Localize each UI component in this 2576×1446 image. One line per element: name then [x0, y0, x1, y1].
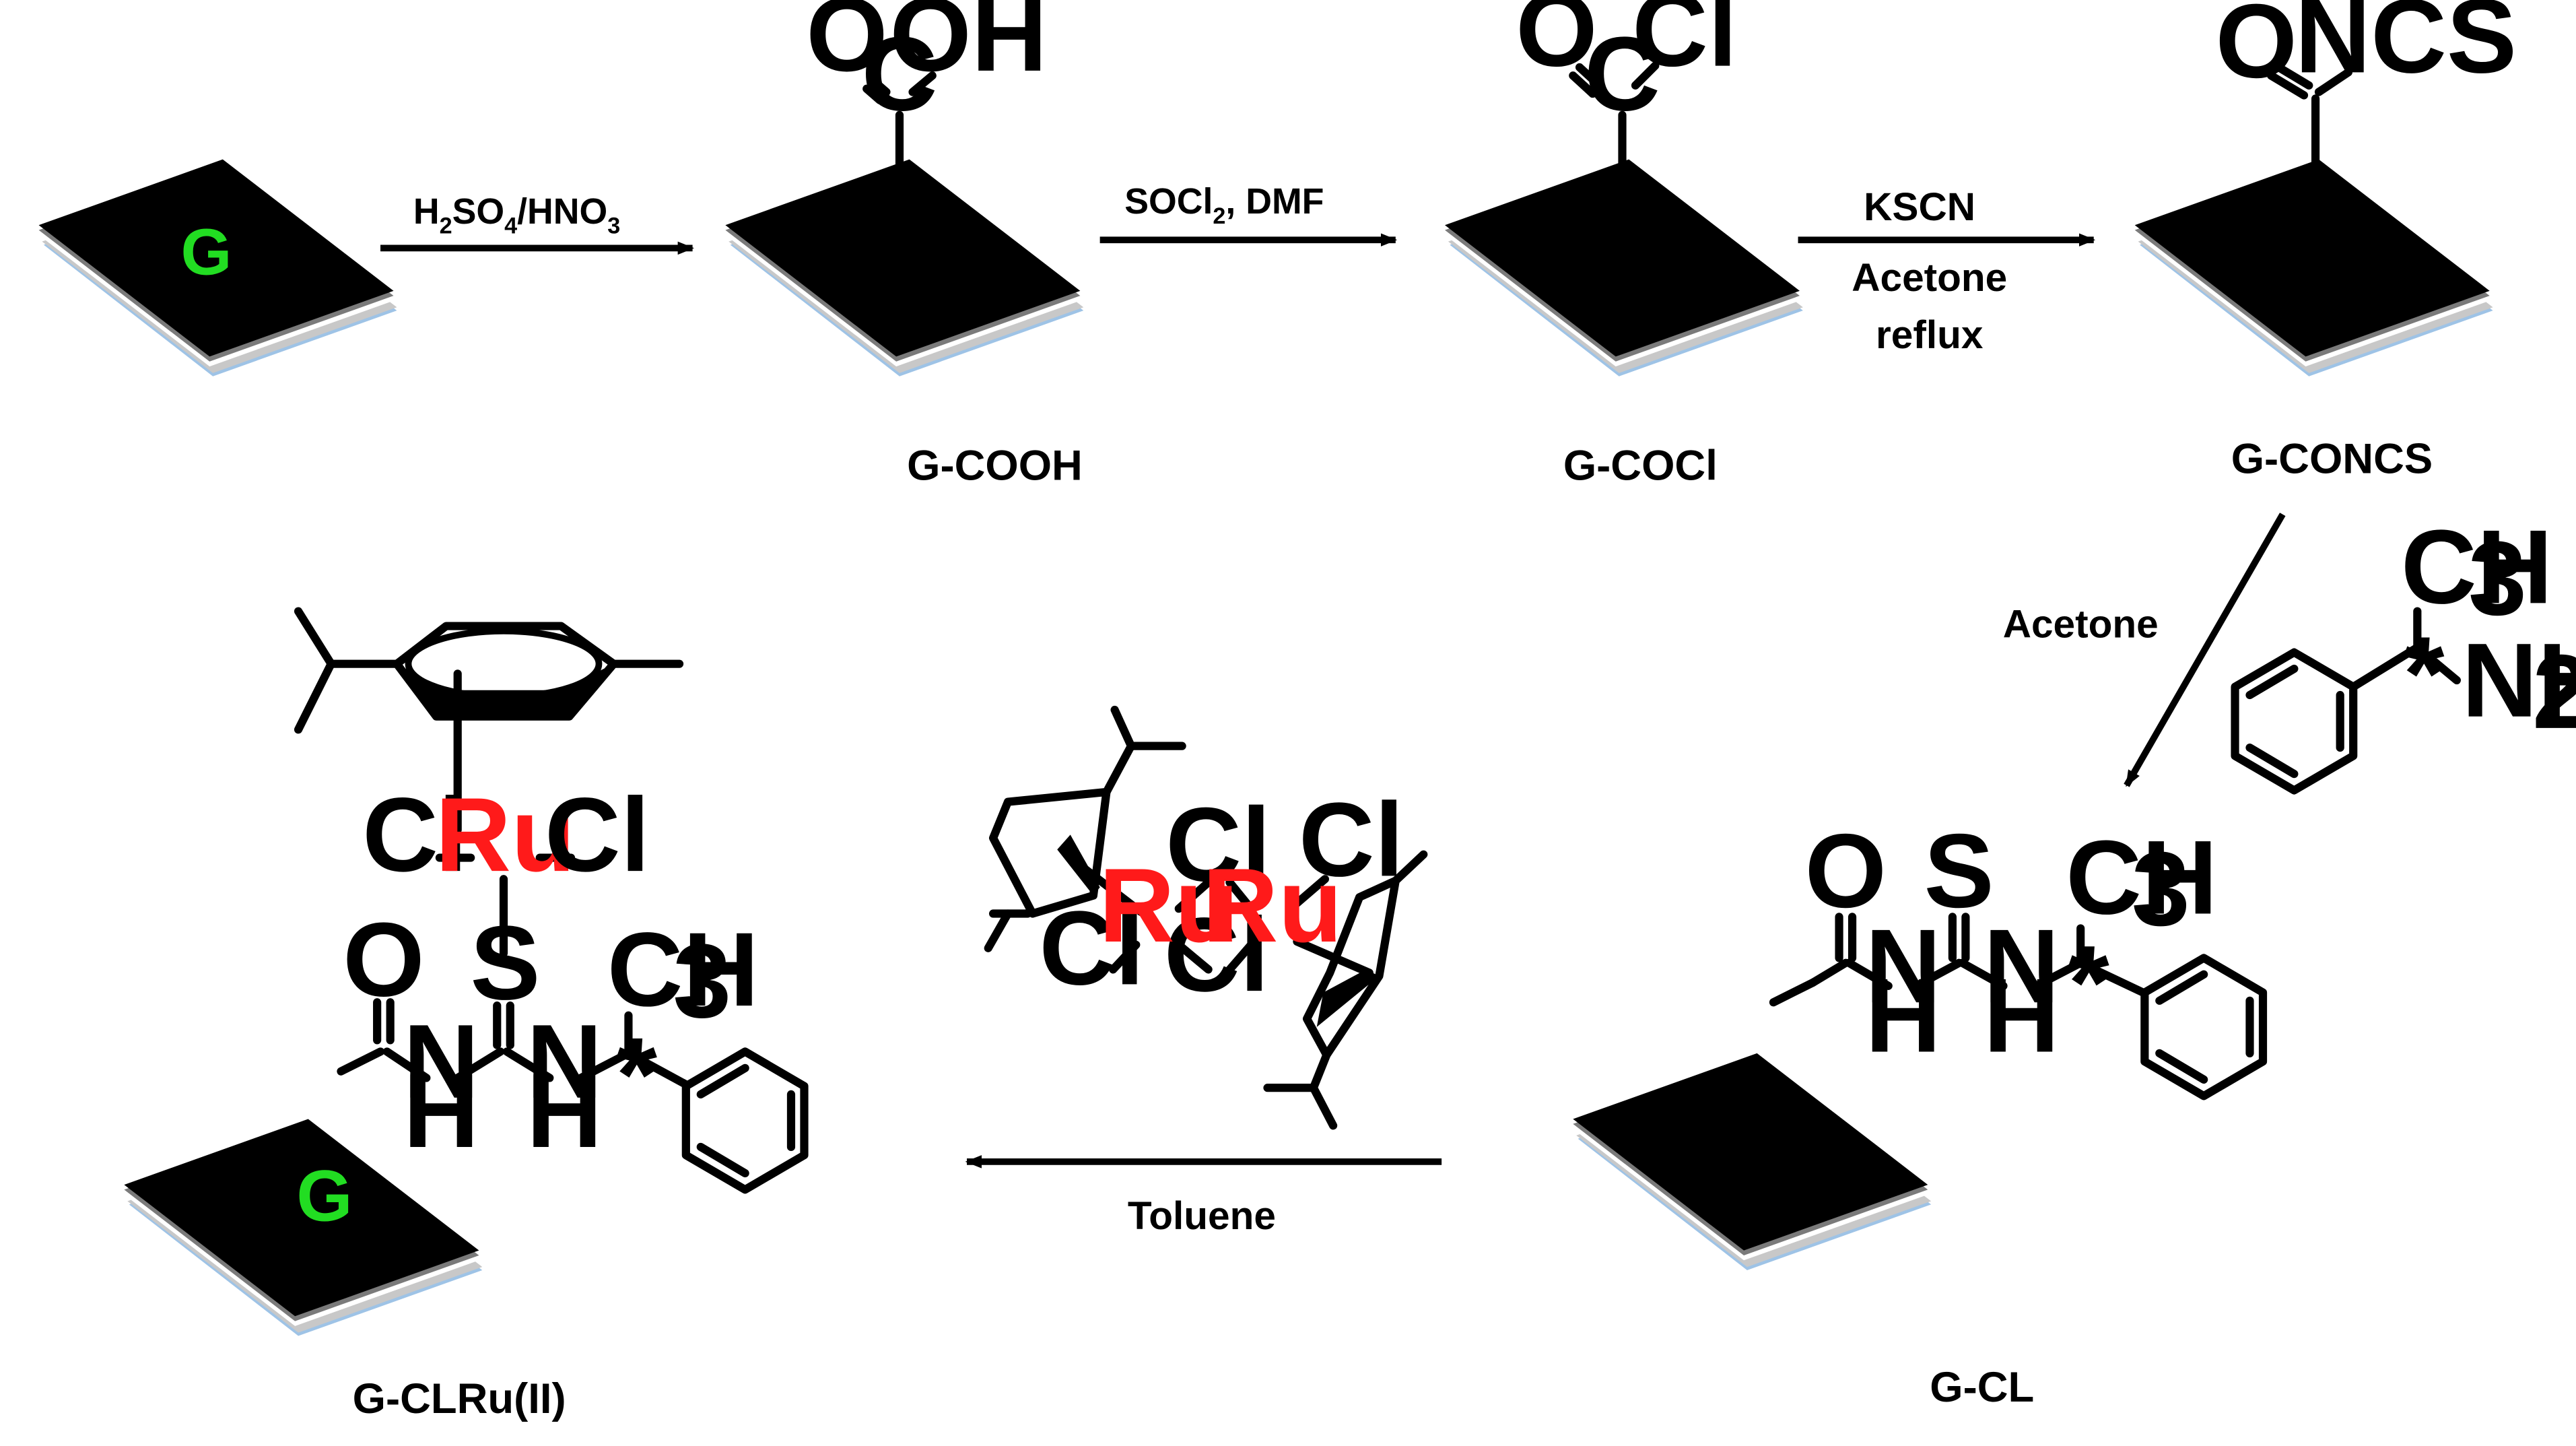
graphene-sheet-cooh: [725, 159, 1084, 376]
graphene-sheet-clru: G: [124, 1119, 483, 1336]
svg-text:C: C: [862, 15, 938, 133]
reagent-step3-line3: reflux: [1876, 313, 1984, 357]
phenylethylamine-reagent: CH 3 * NH 2: [2231, 508, 2576, 795]
svg-text:O: O: [2216, 0, 2297, 100]
svg-text:C: C: [1584, 15, 1660, 133]
ruthenium-complex-product: Cl Ru Cl O S N H N H * CH 3: [294, 607, 809, 1194]
reagent-step1: H2SO4/HNO3: [413, 191, 620, 239]
svg-text:Ru: Ru: [1202, 847, 1343, 964]
reagent-step4: Acetone: [2003, 603, 2159, 647]
svg-text:Cl: Cl: [1165, 787, 1270, 904]
svg-text:H: H: [403, 1053, 479, 1170]
isothiocyanate-group: O NCS: [2216, 0, 2517, 169]
arrow-step4: [2124, 513, 2286, 787]
svg-text:N: N: [1984, 908, 2060, 1025]
svg-text:3: 3: [2132, 831, 2190, 948]
reagent-step3-line1: KSCN: [1864, 185, 1975, 229]
svg-text:*: *: [2068, 925, 2109, 1042]
reagent-step2: SOCl2, DMF: [1124, 181, 1324, 229]
label-g-cl: G-CL: [1930, 1364, 2034, 1411]
svg-text:H: H: [1865, 957, 1941, 1074]
svg-text:Cl: Cl: [1299, 781, 1404, 898]
svg-text:H: H: [1984, 957, 2060, 1074]
svg-text:Cl: Cl: [1632, 0, 1737, 89]
svg-text:O: O: [1516, 0, 1597, 89]
label-g-cocl: G-COCl: [1563, 442, 1718, 489]
svg-text:CH: CH: [2066, 820, 2218, 937]
ruthenium-dimer-reagent: Cl Cl Cl Cl Ru Ru: [984, 705, 1428, 1130]
svg-text:3: 3: [2468, 520, 2527, 637]
svg-text:3: 3: [673, 923, 731, 1040]
graphene-sheet-cl: [1573, 1053, 1932, 1270]
svg-text:Cl: Cl: [545, 777, 650, 894]
graphene-sheet-concs: [2134, 159, 2493, 376]
svg-text:NH: NH: [2462, 622, 2576, 740]
svg-text:Cl: Cl: [362, 777, 467, 894]
svg-text:O: O: [1805, 813, 1887, 930]
svg-text:Cl: Cl: [1039, 890, 1144, 1007]
graphene-sheet-g: G: [38, 159, 397, 376]
svg-text:O: O: [806, 0, 887, 94]
thiourea-ligand-cl: O S N H N H * CH 3: [1769, 813, 2268, 1100]
svg-text:Cl: Cl: [1164, 896, 1269, 1014]
svg-text:N: N: [1865, 908, 1941, 1025]
svg-text:CH: CH: [607, 911, 759, 1028]
sheet-letter-clru: G: [296, 1156, 353, 1237]
svg-text:*: *: [616, 1016, 657, 1133]
svg-text:H: H: [527, 1053, 603, 1170]
svg-text:OH: OH: [889, 0, 1047, 94]
svg-text:CH: CH: [2401, 508, 2553, 626]
svg-text:S: S: [470, 905, 540, 1022]
svg-text:NCS: NCS: [2295, 0, 2517, 95]
svg-text:Ru: Ru: [1099, 847, 1239, 964]
svg-text:S: S: [1924, 813, 1994, 930]
reagent-step5: Toluene: [1128, 1194, 1276, 1238]
reagent-step3-line2: Acetone: [1852, 256, 2007, 300]
label-g-cooh: G-COOH: [907, 442, 1083, 489]
graphene-sheet-cocl: [1444, 159, 1803, 376]
acyl-chloride-group: C O Cl: [1516, 0, 1737, 169]
svg-text:N: N: [403, 1004, 479, 1121]
svg-text:2: 2: [2532, 634, 2576, 751]
sheet-letter-g: G: [180, 215, 232, 288]
svg-text:O: O: [343, 902, 424, 1019]
label-g-clru: G-CLRu(II): [353, 1375, 566, 1422]
svg-text:*: *: [2404, 616, 2445, 733]
label-g-concs: G-CONCS: [2231, 436, 2433, 483]
carboxyl-group: C O OH: [806, 0, 1048, 169]
svg-text:N: N: [527, 1004, 603, 1121]
svg-text:Ru: Ru: [435, 777, 575, 894]
